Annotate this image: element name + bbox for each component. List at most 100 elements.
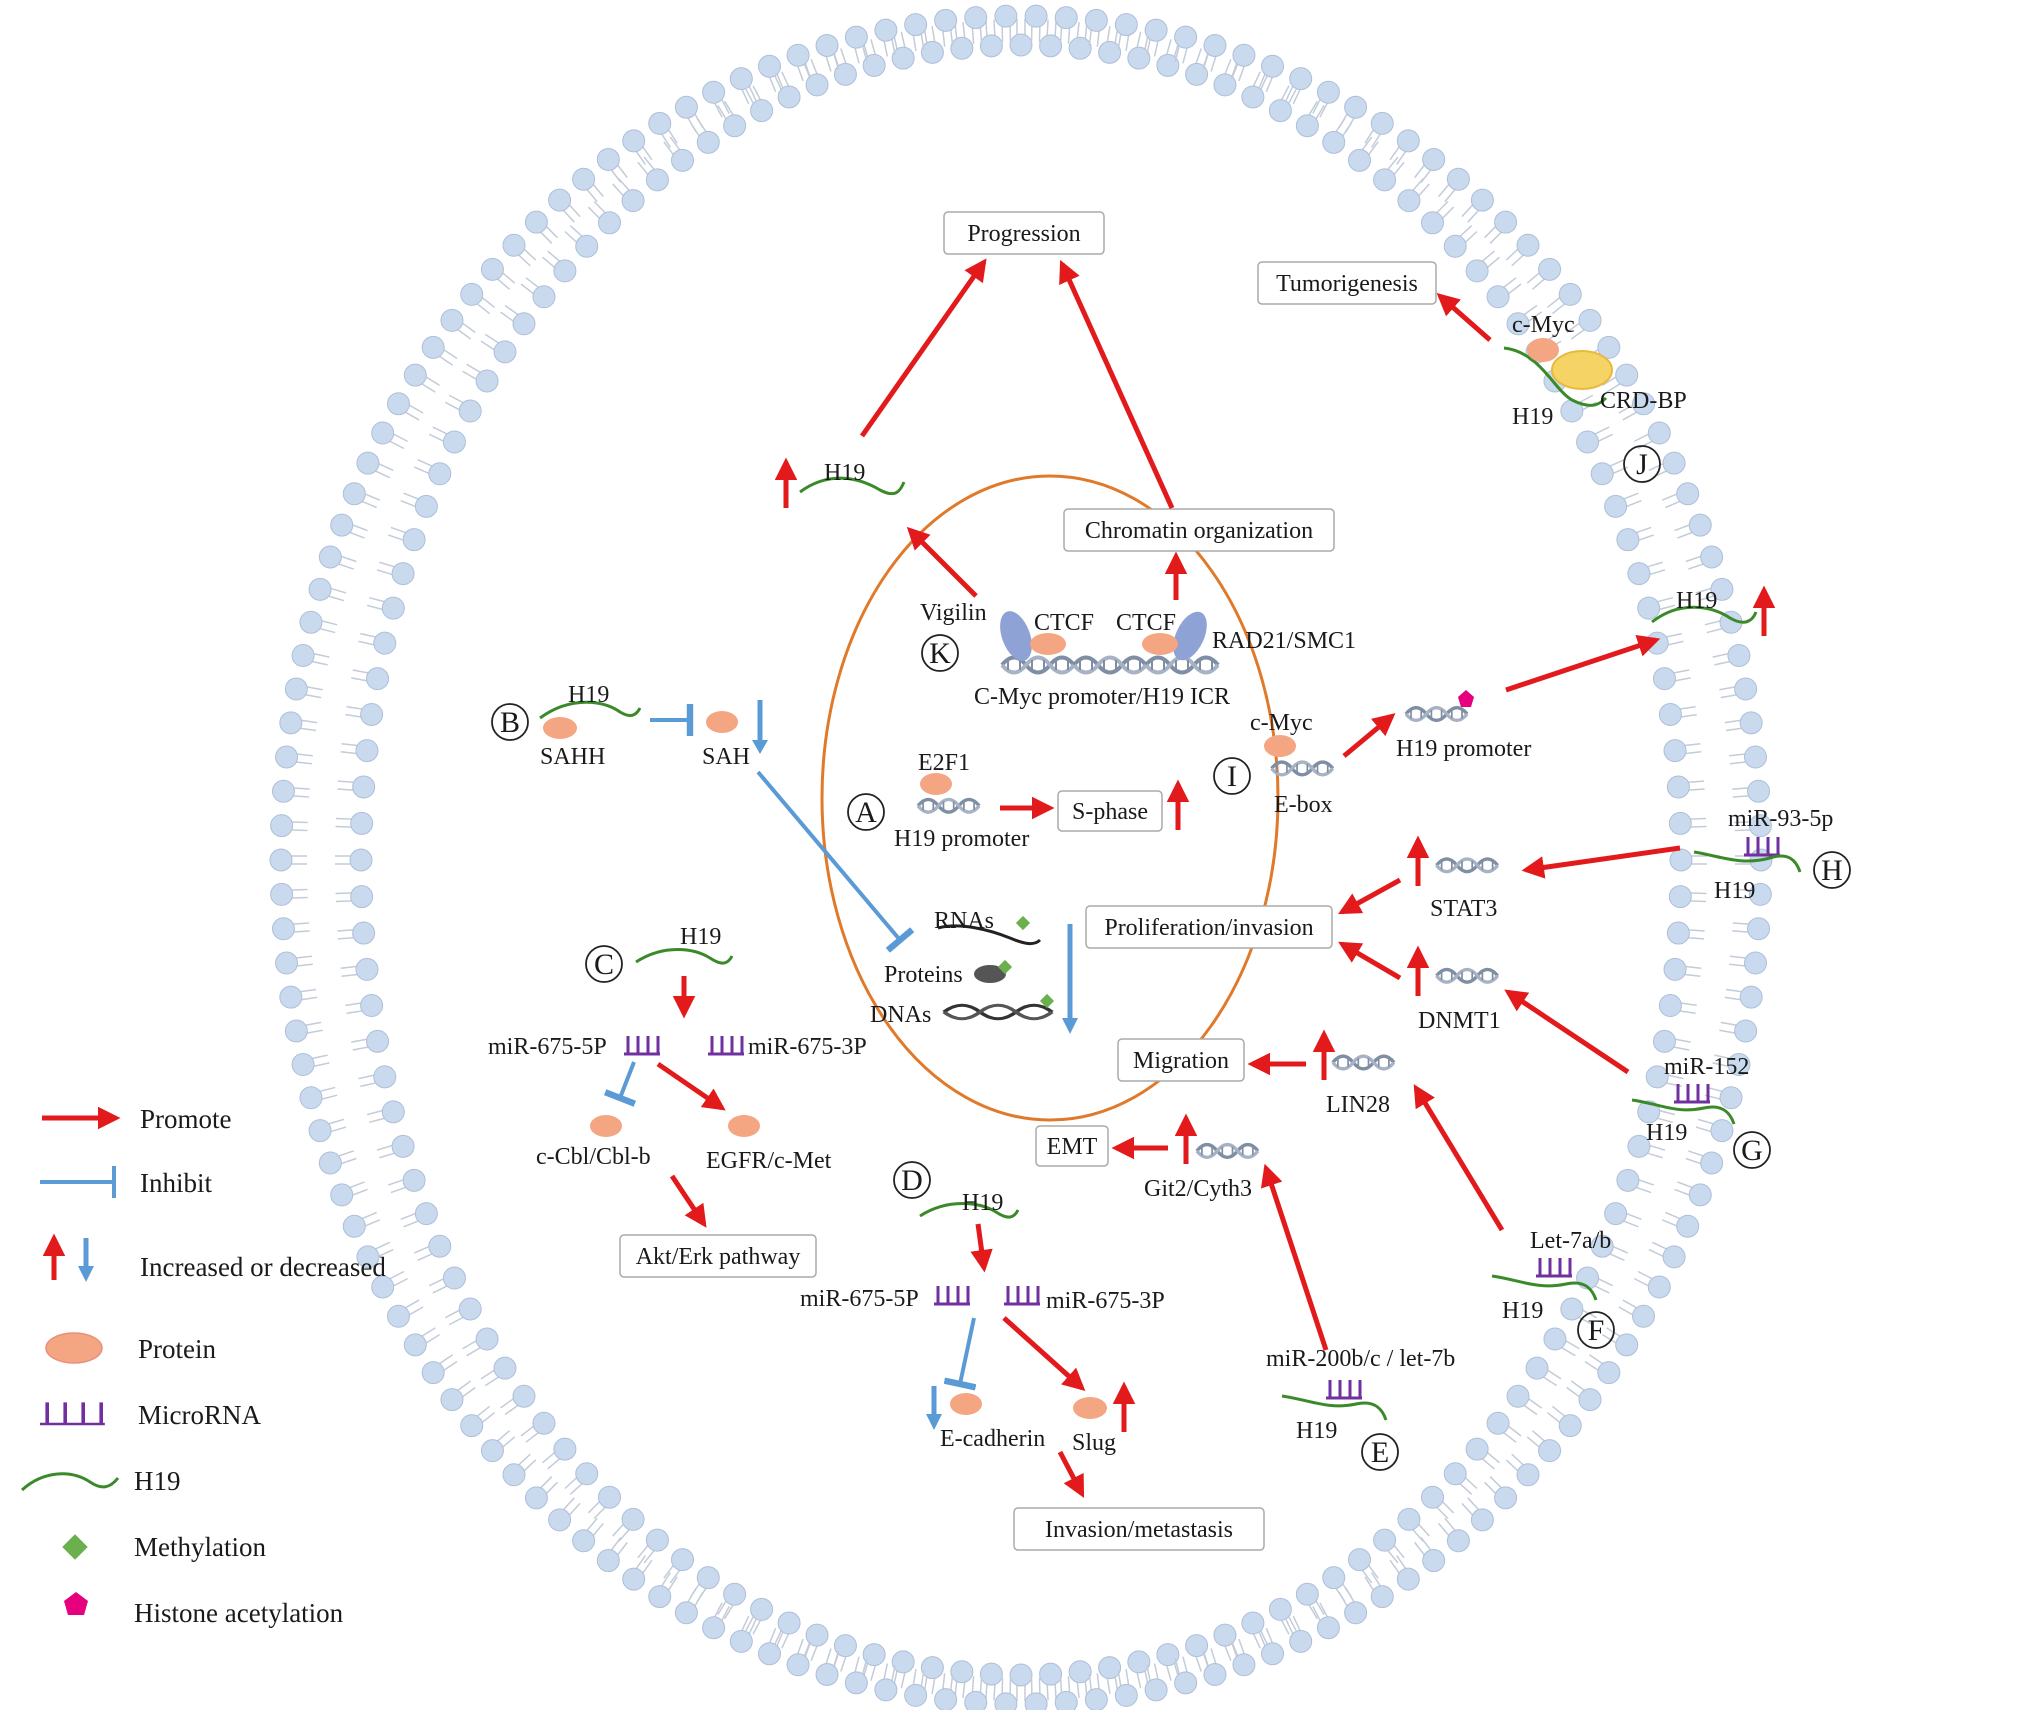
h19-strand-b xyxy=(539,700,642,720)
lipid-head xyxy=(874,18,898,42)
marker-e: E xyxy=(1371,1436,1389,1469)
lipid-head xyxy=(442,430,466,454)
lipid-head xyxy=(279,985,303,1009)
h19-strand-c xyxy=(635,948,734,965)
lipid-head xyxy=(1597,1361,1621,1385)
protein-e2f1 xyxy=(920,773,952,795)
lipid-head xyxy=(1662,1245,1686,1269)
lipid-head xyxy=(1470,188,1494,212)
lipid-head xyxy=(381,596,405,620)
lipid-head xyxy=(994,1692,1018,1715)
lipid-head xyxy=(757,1642,781,1666)
lipid-head xyxy=(696,1566,720,1590)
lipid-head xyxy=(1727,1053,1751,1077)
lipid-head xyxy=(597,211,621,235)
lipid-head xyxy=(1734,677,1758,701)
protein-slug xyxy=(1073,1397,1107,1419)
h19-strand-d xyxy=(919,1202,1020,1219)
lipid-head xyxy=(360,994,384,1018)
lipid-head xyxy=(1645,1065,1669,1089)
methylated-protein xyxy=(974,965,1006,983)
lipid-head xyxy=(702,1616,726,1640)
lipid-head xyxy=(1516,233,1540,257)
lipid-head xyxy=(964,1690,988,1714)
lipid-head xyxy=(1261,1642,1285,1666)
lipid-head xyxy=(1637,1100,1661,1124)
lipid-head xyxy=(502,1463,526,1487)
lipid-head xyxy=(553,259,577,283)
lipid-head xyxy=(366,667,390,691)
lipid-head xyxy=(414,494,438,518)
marker-a: A xyxy=(855,796,877,829)
lipid-head xyxy=(1370,111,1394,135)
label-ecadherin: E-cadherin xyxy=(940,1426,1045,1452)
lipid-head xyxy=(723,114,747,138)
lipid-head xyxy=(1668,811,1692,835)
lipid-head xyxy=(1039,1662,1063,1686)
lipid-head xyxy=(458,1297,482,1321)
lipid-head xyxy=(1232,43,1256,67)
svg-text:Chromatin organization: Chromatin organization xyxy=(1085,518,1313,544)
label-h19-f: H19 xyxy=(1502,1298,1543,1324)
lipid-head xyxy=(979,1662,1003,1686)
lipid-head xyxy=(548,188,572,212)
lipid-head xyxy=(786,1653,810,1677)
lipid-head xyxy=(874,1678,898,1702)
lipid-head xyxy=(512,312,536,336)
lipid-head xyxy=(597,1485,621,1509)
lipid-head xyxy=(1597,335,1621,359)
lipid-head xyxy=(1627,562,1651,586)
lipid-head xyxy=(1322,1566,1346,1590)
marker-c: C xyxy=(594,948,614,981)
lipid-head xyxy=(1344,1601,1368,1625)
arrow-ebox-h19promoter xyxy=(1342,713,1396,758)
lipid-head xyxy=(1560,1297,1584,1321)
label-proteins: Proteins xyxy=(884,962,963,988)
lipid-head xyxy=(786,43,810,67)
lipid-head xyxy=(1590,1234,1614,1258)
lipid-head xyxy=(1525,1356,1549,1380)
lipid-head xyxy=(1084,8,1108,32)
lipid-head xyxy=(270,814,294,838)
lipid-head xyxy=(1743,745,1767,769)
lipid-head xyxy=(805,73,829,97)
lipid-head xyxy=(1396,1567,1420,1591)
lipid-head xyxy=(371,421,395,445)
lipid-head xyxy=(621,1507,645,1531)
lipid-head xyxy=(1098,1656,1122,1680)
lipid-head xyxy=(1486,1411,1510,1435)
lipid-head xyxy=(350,811,374,835)
lipid-head xyxy=(428,462,452,486)
mirna-icon xyxy=(706,1034,746,1056)
protein-cmyc-i xyxy=(1264,735,1296,757)
lipid-head xyxy=(1669,848,1693,872)
lipid-head xyxy=(1127,46,1151,70)
label-mir675-5p-d: miR-675-5P xyxy=(800,1286,919,1312)
lipid-head xyxy=(270,882,294,906)
lipid-head xyxy=(777,1611,801,1635)
lipid-head xyxy=(1421,211,1445,235)
lipid-head xyxy=(1663,957,1687,981)
arrow-stat3-proliferation xyxy=(1338,877,1402,915)
legend-acetylation-label: Histone acetylation xyxy=(134,1598,344,1628)
lipid-head xyxy=(349,848,373,872)
legend: Promote Inhibit Increased or decreased P… xyxy=(20,1104,386,1628)
label-h19promoter-i: H19 promoter xyxy=(1396,736,1531,762)
lipid-head xyxy=(1261,54,1285,78)
lipid-head xyxy=(548,1508,572,1532)
label-slug: Slug xyxy=(1072,1430,1116,1456)
protein-ccbl xyxy=(590,1115,622,1137)
lipid-head xyxy=(414,1202,438,1226)
lipid-head xyxy=(757,54,781,78)
lipid-head xyxy=(1068,36,1092,60)
lipid-head xyxy=(308,1119,332,1143)
label-ccbl: c-Cbl/Cbl-b xyxy=(536,1144,651,1170)
mirna-icon xyxy=(932,1284,972,1306)
lipid-head xyxy=(1700,545,1724,569)
lipid-head xyxy=(815,1662,839,1686)
lipid-head xyxy=(1710,577,1734,601)
label-mir675-5p-c: miR-675-5P xyxy=(488,1034,607,1060)
lipid-head xyxy=(1114,13,1138,37)
lipid-head xyxy=(360,702,384,726)
lipid-head xyxy=(1494,1486,1518,1510)
